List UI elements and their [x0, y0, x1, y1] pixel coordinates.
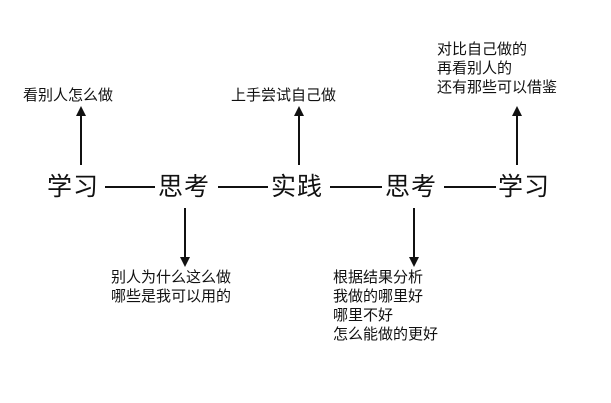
note-step5-line-1: 对比自己做的 [437, 40, 528, 58]
up-arrow-step5 [512, 106, 522, 165]
note-step2-line-1: 别人为什么这么做 [111, 268, 232, 286]
note-step4: 根据结果分析 我做的哪里好 哪里不好 怎么能做的更好 [333, 268, 438, 344]
down-arrow-step4 [409, 208, 419, 267]
up-arrow-step1 [76, 106, 86, 165]
note-step4-line-4: 怎么能做的更好 [333, 325, 439, 343]
note-step3: 上手尝试自己做 [231, 86, 336, 105]
flow-step-learn-2: 学习 [498, 172, 551, 201]
note-step4-line-2: 我做的哪里好 [333, 287, 424, 305]
flow-connector-3 [330, 186, 382, 188]
note-step5-line-3: 还有那些可以借鉴 [437, 78, 558, 96]
flow-step-practice: 实践 [271, 172, 324, 201]
note-step1-line-1: 看别人怎么做 [23, 86, 114, 104]
flow-step-learn-1: 学习 [47, 172, 100, 201]
note-step2-line-2: 哪些是我可以用的 [111, 287, 232, 305]
note-step2: 别人为什么这么做 哪些是我可以用的 [111, 268, 231, 306]
flow-step-think-2: 思考 [385, 172, 438, 201]
note-step4-line-1: 根据结果分析 [333, 268, 424, 286]
note-step4-line-3: 哪里不好 [333, 306, 394, 324]
flow-connector-2 [218, 186, 268, 188]
note-step5-line-2: 再看别人的 [437, 59, 513, 77]
up-arrow-step3 [294, 106, 304, 165]
flow-connector-1 [105, 186, 155, 188]
note-step5: 对比自己做的 再看别人的 还有那些可以借鉴 [437, 40, 557, 97]
note-step1: 看别人怎么做 [23, 86, 113, 105]
down-arrow-step2 [180, 208, 190, 267]
note-step3-line-1: 上手尝试自己做 [231, 86, 337, 104]
flow-connector-4 [444, 186, 496, 188]
flow-step-think-1: 思考 [158, 172, 211, 201]
